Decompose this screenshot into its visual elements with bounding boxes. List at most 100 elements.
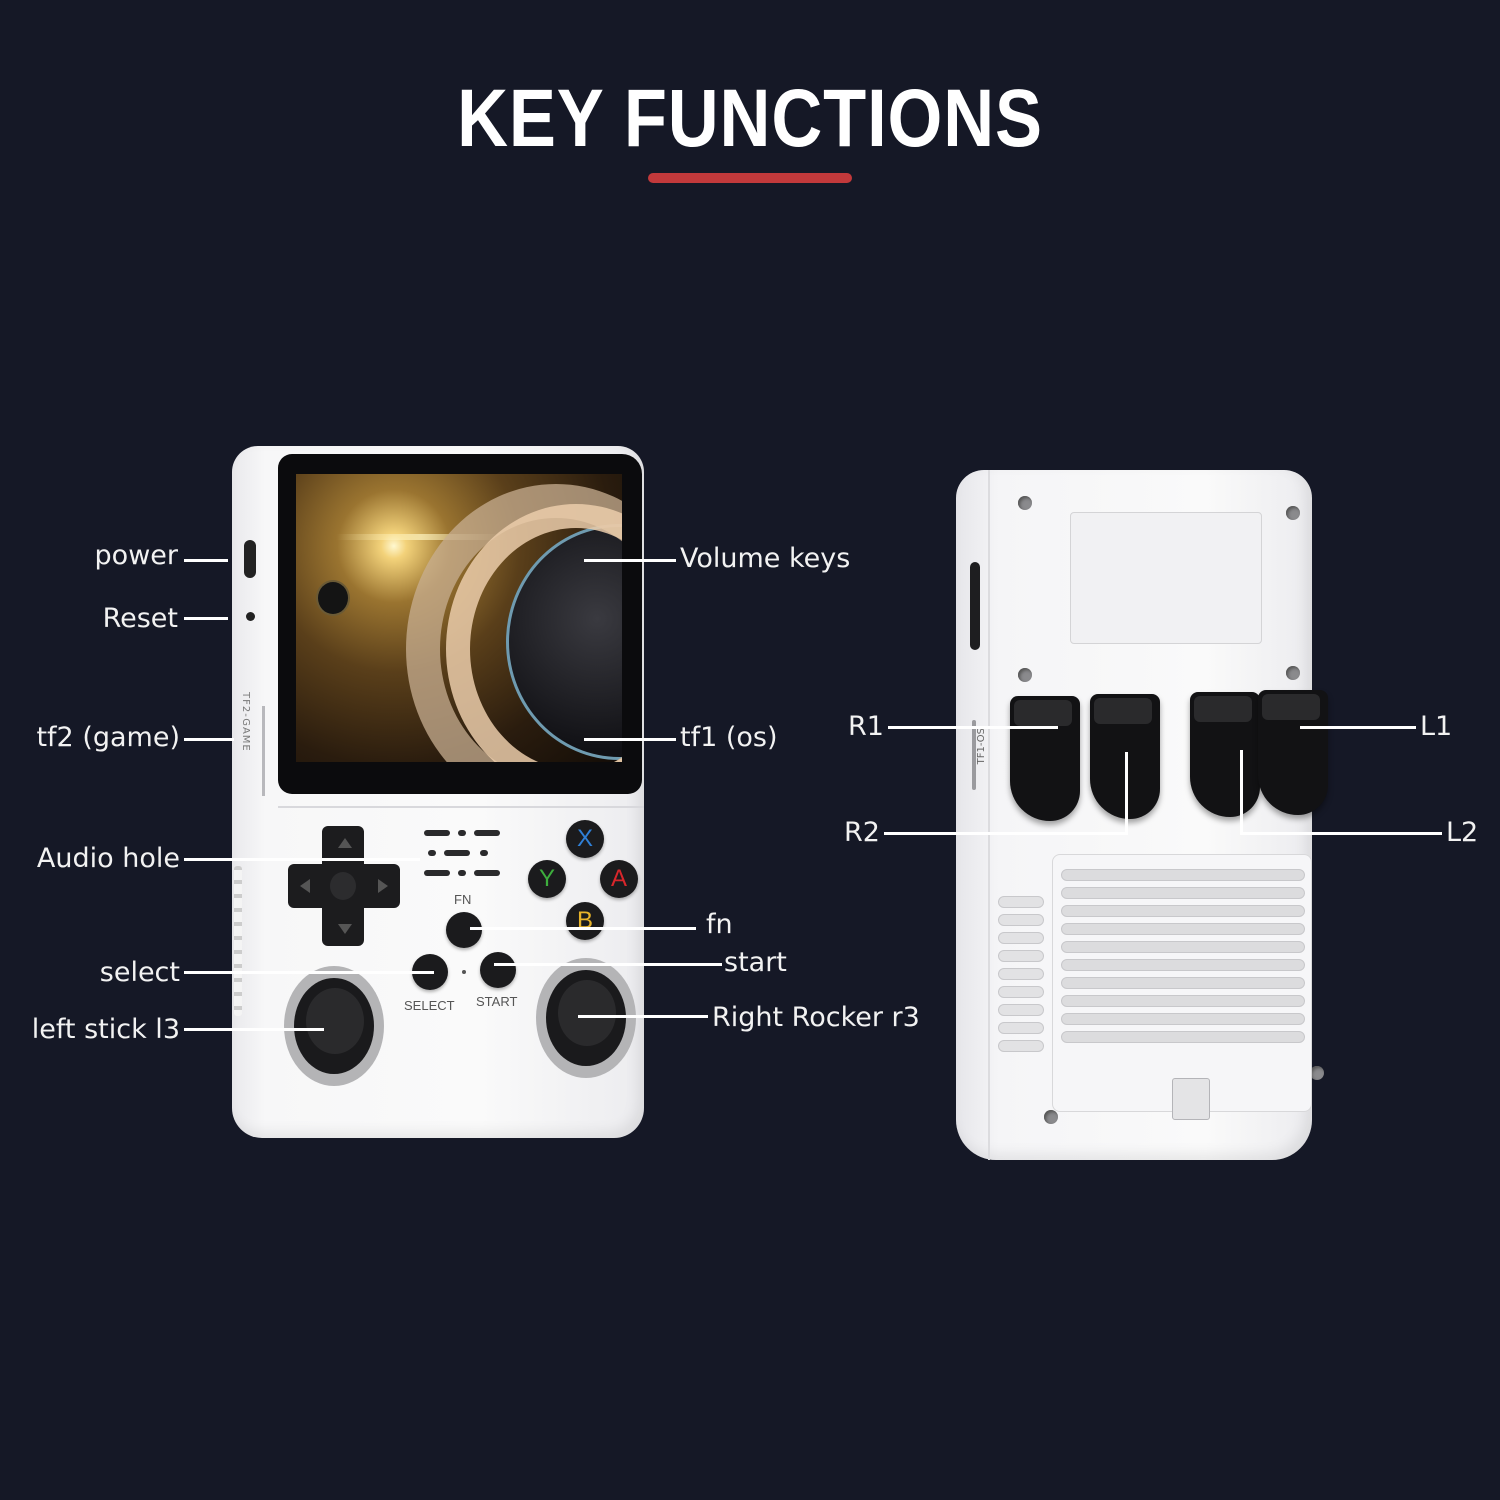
callout-line-l2-vertical xyxy=(1240,750,1243,835)
left-stick xyxy=(284,966,384,1086)
screw xyxy=(1044,1110,1058,1124)
callout-line-volume xyxy=(584,559,676,562)
vent-slot xyxy=(1061,1013,1305,1025)
vent-slot xyxy=(1061,977,1305,989)
a-button: A xyxy=(600,860,638,898)
callout-line-right-stick xyxy=(578,1015,708,1018)
callout-line-r1 xyxy=(888,726,1058,729)
tf2-slot-printed-label: TF2-GAME xyxy=(240,692,251,752)
start-button xyxy=(480,952,516,988)
side-vent xyxy=(998,896,1044,908)
callout-line-tf1 xyxy=(584,738,676,741)
callout-r2: R2 xyxy=(844,817,880,848)
side-vent xyxy=(998,914,1044,926)
dpad-center xyxy=(330,872,356,900)
dpad-down-icon xyxy=(338,924,352,934)
callout-tf1: tf1 (os) xyxy=(680,722,778,753)
callout-line-start xyxy=(494,963,722,966)
dpad-right-icon xyxy=(378,879,388,893)
callout-audio-hole: Audio hole xyxy=(36,843,180,874)
callout-line-audio-hole xyxy=(184,858,420,861)
speaker-grille xyxy=(424,830,504,880)
back-device: TF1-OS xyxy=(956,470,1328,1160)
vent-slot xyxy=(1061,905,1305,917)
callout-line-fn xyxy=(470,927,696,930)
side-vent xyxy=(998,1004,1044,1016)
callout-l1: L1 xyxy=(1420,711,1453,742)
callout-power: power xyxy=(94,540,178,571)
callout-start: start xyxy=(724,947,787,978)
volume-rocker xyxy=(970,562,980,650)
grip-ridges xyxy=(234,866,242,1016)
dpad-up-icon xyxy=(338,838,352,848)
page-title: KEY FUNCTIONS xyxy=(457,73,1043,164)
screen-bezel xyxy=(278,454,642,794)
mic-hole xyxy=(462,970,466,974)
moon xyxy=(318,582,348,614)
callout-tf2: tf2 (game) xyxy=(36,722,180,753)
tf2-slot xyxy=(262,706,265,796)
callout-line-tf2 xyxy=(184,738,234,741)
dpad-left-icon xyxy=(300,879,310,893)
side-vent xyxy=(998,950,1044,962)
callout-select: select xyxy=(99,957,180,988)
vent-slot xyxy=(1061,941,1305,953)
sun-flare xyxy=(336,534,506,540)
start-printed-label: START xyxy=(476,994,518,1009)
side-vent xyxy=(998,1022,1044,1034)
vent-slot xyxy=(1061,995,1305,1007)
callout-left-stick: left stick l3 xyxy=(31,1014,180,1045)
fn-button xyxy=(446,912,482,948)
screen-wallpaper xyxy=(296,474,622,762)
panel-divider xyxy=(278,806,644,808)
tf1-slot-printed-label: TF1-OS xyxy=(976,728,987,765)
reset-hole xyxy=(246,612,255,621)
back-edge xyxy=(988,470,990,1160)
callout-line-power xyxy=(184,559,228,562)
vent-slot xyxy=(1061,1031,1305,1043)
front-device: TF2-GAME X Y A B FN SELECT START xyxy=(232,446,644,1138)
screw xyxy=(1286,666,1300,680)
callout-line-reset xyxy=(184,617,228,620)
a-button-letter: A xyxy=(610,865,627,892)
callout-line-l2 xyxy=(1240,832,1442,835)
screw xyxy=(1310,1066,1324,1080)
side-vent xyxy=(998,968,1044,980)
side-vent xyxy=(998,932,1044,944)
callout-line-r2 xyxy=(884,832,1128,835)
x-button: X xyxy=(566,820,604,858)
screw xyxy=(1018,496,1032,510)
callout-fn: fn xyxy=(706,909,733,940)
side-vent xyxy=(998,1040,1044,1052)
screw xyxy=(1018,668,1032,682)
battery-cover xyxy=(1052,854,1312,1112)
battery-latch xyxy=(1172,1078,1210,1120)
callout-volume-keys: Volume keys xyxy=(680,543,851,574)
callout-right-rocker: Right Rocker r3 xyxy=(712,1002,920,1033)
y-button-letter: Y xyxy=(538,865,555,892)
b-button: B xyxy=(566,902,604,940)
side-vent xyxy=(998,986,1044,998)
select-printed-label: SELECT xyxy=(404,998,455,1013)
callout-line-l1 xyxy=(1300,726,1416,729)
l2-trigger xyxy=(1190,692,1260,817)
vent-slot xyxy=(1061,959,1305,971)
y-button: Y xyxy=(528,860,566,898)
vent-slot xyxy=(1061,923,1305,935)
callout-l2: L2 xyxy=(1446,817,1479,848)
callout-line-select xyxy=(184,971,434,974)
label-plate xyxy=(1070,512,1262,644)
right-stick xyxy=(536,958,636,1078)
vent-slot xyxy=(1061,869,1305,881)
callout-line-left-stick xyxy=(184,1028,324,1031)
x-button-letter: X xyxy=(576,825,593,852)
power-button xyxy=(244,540,256,578)
screw xyxy=(1286,506,1300,520)
title-underline xyxy=(648,173,852,183)
r1-trigger xyxy=(1010,696,1080,821)
vent-slot xyxy=(1061,887,1305,899)
callout-r1: R1 xyxy=(848,711,884,742)
l1-trigger xyxy=(1258,690,1328,815)
tf1-slot xyxy=(972,720,976,790)
callout-line-r2-vertical xyxy=(1125,752,1128,835)
